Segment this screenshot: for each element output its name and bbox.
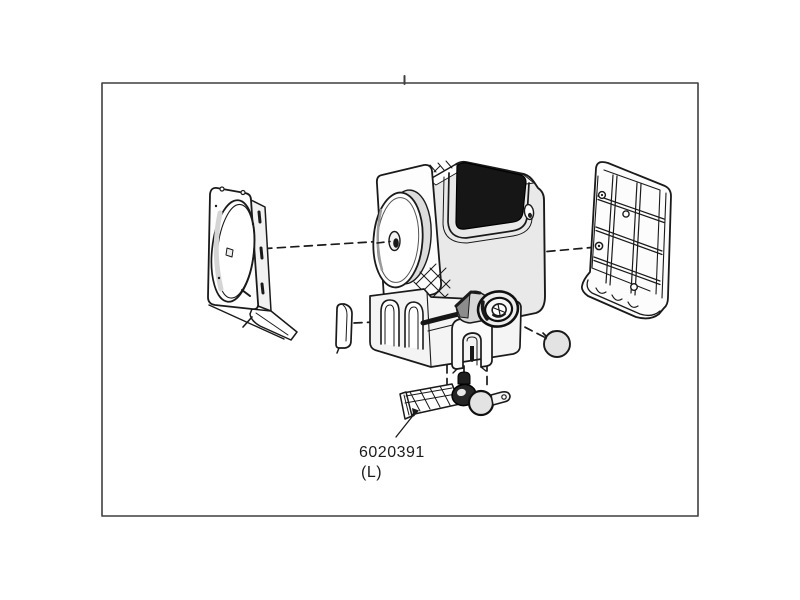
part-callout: 6020391 (L) [359,408,425,481]
part-variant-label: (L) [361,464,382,481]
main-unit-body [369,160,546,374]
diagram-frame [101,75,699,517]
axis-right-dashed-line [546,246,598,253]
front-bezel-frame [207,186,298,341]
rear-panel-frame [580,161,672,320]
speaker-disc [372,189,432,289]
side-cap [335,303,353,354]
lock-knob [454,290,520,328]
callout-leader-line [395,412,416,438]
callout-arrowhead [412,408,419,417]
part-number-label: 6020391 [359,444,425,461]
mounting-bracket [399,371,511,420]
round-button [542,330,571,358]
handle-recess [455,162,527,230]
side-latch [523,203,535,221]
